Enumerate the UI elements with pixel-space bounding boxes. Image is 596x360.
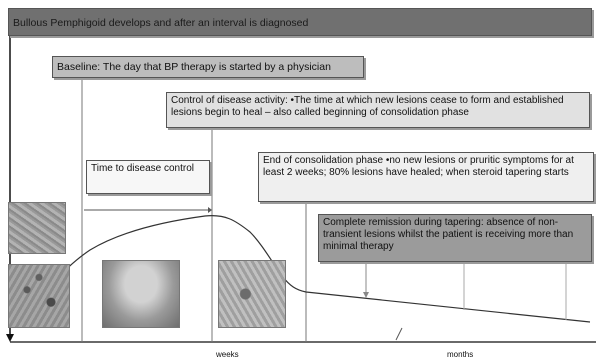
baseline-box: Baseline: The day that BP therapy is sta… — [52, 56, 364, 78]
skin-lesion-photo — [8, 202, 66, 254]
time-to-control-arrowhead — [208, 207, 212, 213]
axis-break-mark — [396, 328, 402, 340]
axis-arrow-down — [6, 334, 14, 342]
weeks-axis-label: weeks — [216, 350, 239, 359]
skin-lesion-photo — [8, 264, 70, 328]
end-consolidation-box: End of consolidation phase •no new lesio… — [258, 152, 594, 202]
complete-remission-box: Complete remission during tapering: abse… — [318, 214, 592, 262]
patient-torso-photo — [102, 260, 180, 328]
disease-control-box: Control of disease activity: •The time a… — [166, 92, 590, 128]
skin-lesion-photo — [218, 260, 286, 328]
months-axis-label: months — [447, 350, 473, 359]
diagnosis-box: Bullous Pemphigoid develops and after an… — [8, 8, 592, 36]
tapering-tick-1-arrow — [363, 292, 369, 298]
time-to-control-box: Time to disease control — [86, 160, 210, 194]
